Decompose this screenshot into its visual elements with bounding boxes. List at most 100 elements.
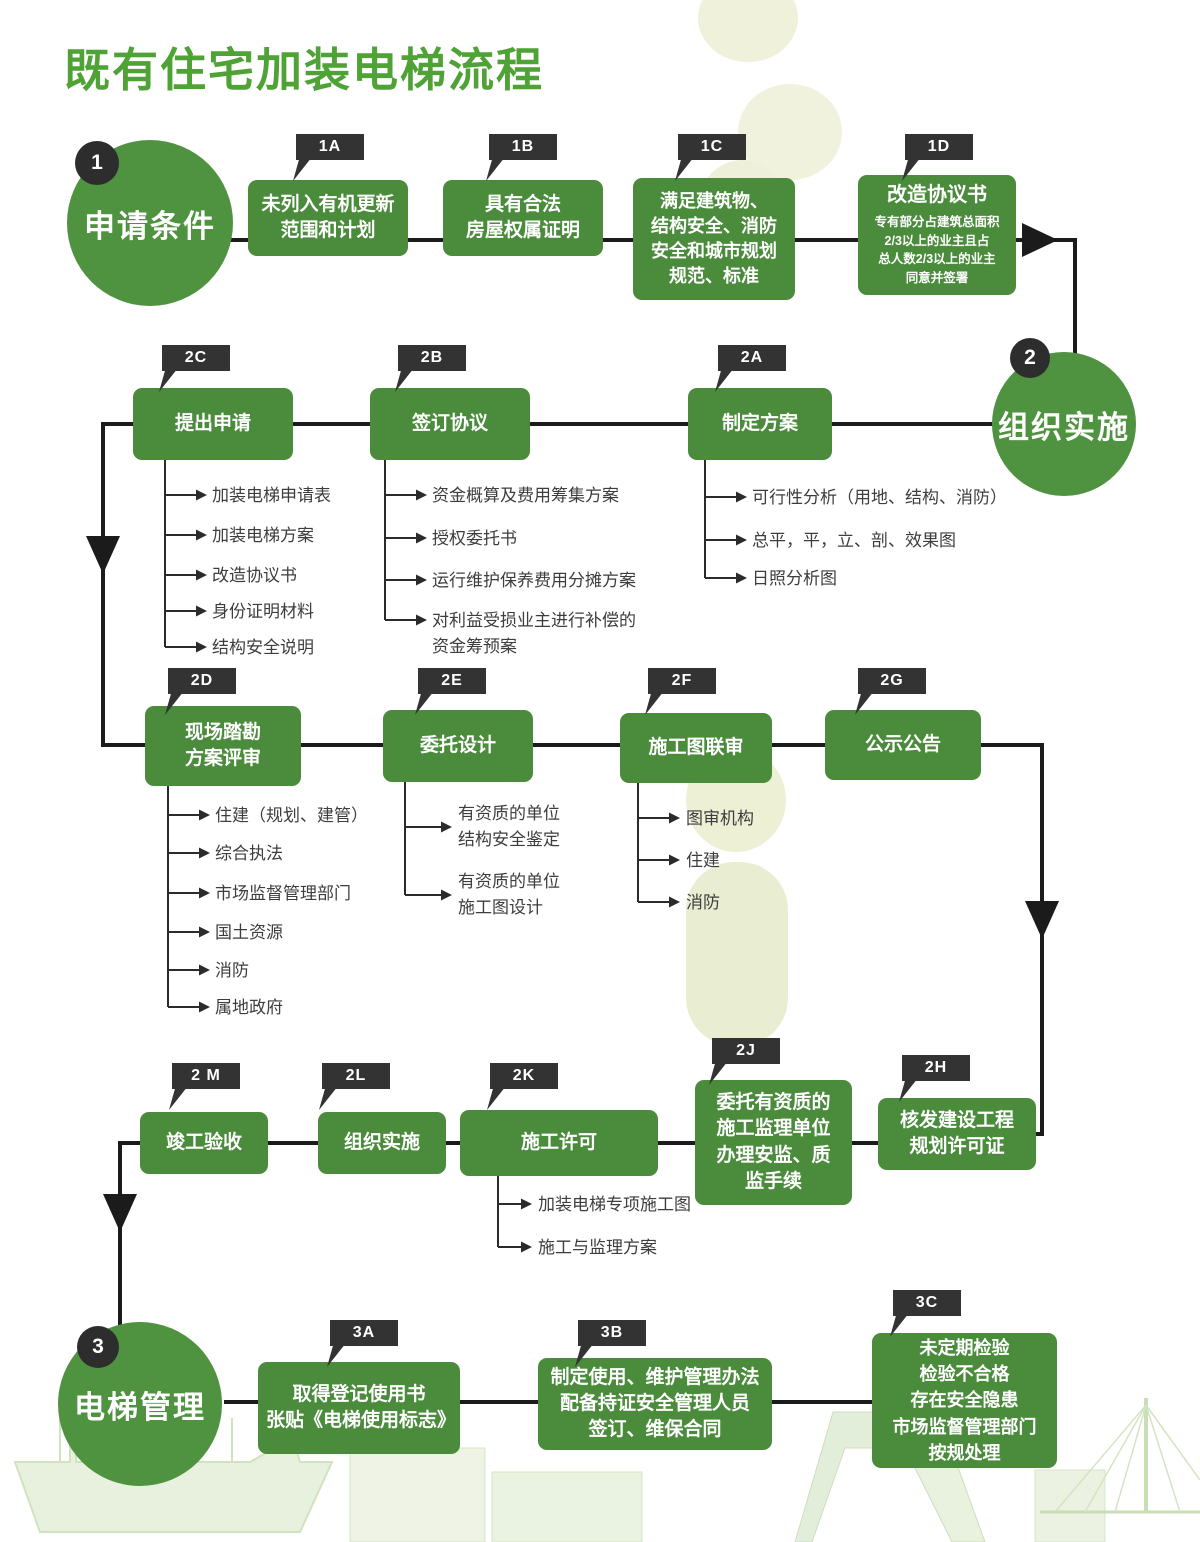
tree-item-2f-2: 消防 xyxy=(686,893,720,912)
step-flag-1c: 1C xyxy=(675,134,746,181)
flag-label: 2E xyxy=(441,672,463,689)
flow-box-1c-label: 满足建筑物、 结构安全、消防 安全和城市规划 规范、标准 xyxy=(651,191,777,286)
flow-box-2g-label: 公示公告 xyxy=(864,733,941,755)
flow-box-2b-label: 签订协议 xyxy=(411,412,488,434)
flow-box-2j: 委托有资质的 施工监理单位 办理安监、质 监手续 xyxy=(695,1080,852,1205)
flag-label: 1B xyxy=(511,138,535,155)
step-flag-1b: 1B xyxy=(486,134,557,181)
flow-box-1a-label: 未列入有机更新 范围和计划 xyxy=(261,193,395,241)
arrowhead-down xyxy=(1025,901,1059,939)
step-flag-2b: 2B xyxy=(395,345,466,392)
flag-label: 2A xyxy=(740,349,764,366)
flow-box-3a-label: 取得登记使用书 张贴《电梯使用标志》 xyxy=(266,1383,457,1431)
flow-box-2e-label: 委托设计 xyxy=(419,734,496,756)
tree-item-2b-2: 运行维护保养费用分摊方案 xyxy=(432,571,636,590)
flag-label: 2 M xyxy=(191,1067,221,1084)
flag-label: 3B xyxy=(600,1324,624,1341)
flow-box-2k-label: 施工许可 xyxy=(520,1131,597,1153)
flow-box-2h-label: 核发建设工程 规划许可证 xyxy=(899,1109,1014,1157)
step-flag-2m: 2 M xyxy=(169,1063,240,1110)
tree-item-2f-0: 图审机构 xyxy=(686,809,754,828)
step-flag-1a: 1A xyxy=(293,134,364,181)
tree-item-2d-3: 国土资源 xyxy=(215,923,283,942)
flow-box-1d: 改造协议书 专有部分占建筑总面积 2/3以上的业主且占 总人数2/3以上的业主 … xyxy=(858,175,1016,295)
flow-box-3c: 未定期检验 检验不合格 存在安全隐患 市场监督管理部门 按规处理 xyxy=(872,1333,1057,1468)
tree-item-2c-1: 加装电梯方案 xyxy=(212,526,314,545)
stage-2-number: 2 xyxy=(1024,346,1036,369)
step-flag-2g: 2G xyxy=(855,668,926,715)
tree-item-2b-1: 授权委托书 xyxy=(432,529,517,548)
flag-label: 2K xyxy=(512,1067,536,1084)
step-flag-2l: 2L xyxy=(319,1063,390,1110)
flow-box-2c: 提出申请 xyxy=(133,388,293,460)
flow-box-2l: 组织实施 xyxy=(318,1112,446,1174)
step-flag-3b: 3B xyxy=(575,1320,646,1367)
tree-item-2a-2: 日照分析图 xyxy=(752,569,837,588)
step-flag-2j: 2J xyxy=(709,1038,780,1085)
flow-box-2l-label: 组织实施 xyxy=(343,1131,420,1153)
step-flag-2k: 2K xyxy=(487,1063,558,1110)
flow-box-2g: 公示公告 xyxy=(825,710,981,780)
flag-label: 1A xyxy=(318,138,342,155)
step-flag-2a: 2A xyxy=(715,345,786,392)
stage-1-label: 申请条件 xyxy=(84,208,216,244)
stage-3-label: 电梯管理 xyxy=(74,1389,206,1425)
tree-item-2c-0: 加装电梯申请表 xyxy=(212,486,331,505)
flow-box-2h: 核发建设工程 规划许可证 xyxy=(878,1098,1036,1170)
flag-label: 2J xyxy=(736,1042,756,1059)
tree-item-2d-2: 市场监督管理部门 xyxy=(215,884,351,903)
tree-item-2d-4: 消防 xyxy=(215,961,249,980)
flag-label: 2G xyxy=(880,672,904,689)
flow-box-2a: 制定方案 xyxy=(688,388,832,460)
flow-box-1a: 未列入有机更新 范围和计划 xyxy=(248,180,408,256)
arrowhead-down xyxy=(86,536,120,574)
flow-box-1d-title: 改造协议书 xyxy=(887,184,987,207)
step-flag-2c: 2C xyxy=(159,345,230,392)
tree-item-2a-1: 总平，平，立、剖、效果图 xyxy=(752,531,956,550)
pale-blob xyxy=(698,0,798,62)
tree-item-2k-0: 加装电梯专项施工图 xyxy=(538,1195,691,1214)
flow-box-1c: 满足建筑物、 结构安全、消防 安全和城市规划 规范、标准 xyxy=(633,178,795,300)
tree-item-2d-0: 住建（规划、建管） xyxy=(215,806,368,825)
step-flag-1d: 1D xyxy=(902,134,973,181)
flag-label: 2D xyxy=(190,672,214,689)
tree-item-2d-5: 属地政府 xyxy=(215,998,283,1017)
flow-box-2a-label: 制定方案 xyxy=(721,412,798,434)
flow-box-2k: 施工许可 xyxy=(460,1110,658,1176)
step-flag-2d: 2D xyxy=(165,668,236,715)
flag-label: 2C xyxy=(184,349,208,366)
flag-label: 2B xyxy=(420,349,444,366)
stage-2-label: 组织实施 xyxy=(998,409,1130,445)
stage-badge-1: 1 xyxy=(75,141,119,185)
tree-item-2b-0: 资金概算及费用筹集方案 xyxy=(432,486,619,505)
stage-badge-3: 3 xyxy=(77,1326,119,1368)
flow-box-2f-label: 施工图联审 xyxy=(648,736,744,758)
flag-label: 2F xyxy=(671,672,693,689)
tree-item-2k-1: 施工与监理方案 xyxy=(538,1238,657,1257)
flow-box-2c-label: 提出申请 xyxy=(174,412,251,434)
tree-item-2c-3: 身份证明材料 xyxy=(212,602,314,621)
flag-label: 1C xyxy=(700,138,724,155)
stage-1-number: 1 xyxy=(91,151,103,174)
stage-circle-2: 组织实施 xyxy=(992,352,1136,496)
flow-box-2j-label: 委托有资质的 施工监理单位 办理安监、质 监手续 xyxy=(716,1092,831,1192)
tree-item-2a-0: 可行性分析（用地、结构、消防） xyxy=(752,488,1007,507)
tree-item-2c-4: 结构安全说明 xyxy=(212,638,314,657)
step-flag-2f: 2F xyxy=(645,668,716,715)
pale-blob xyxy=(686,862,788,1046)
flow-box-3c-label: 未定期检验 检验不合格 存在安全隐患 市场监督管理部门 按规处理 xyxy=(892,1338,1037,1463)
flow-box-2m-label: 竣工验收 xyxy=(165,1131,242,1153)
tree-item-2f-1: 住建 xyxy=(686,851,720,870)
flag-label: 2H xyxy=(924,1059,948,1076)
tree-item-2d-1: 综合执法 xyxy=(215,844,283,863)
step-flag-3a: 3A xyxy=(327,1320,398,1367)
flow-box-2f: 施工图联审 xyxy=(620,713,772,783)
flow-box-3b: 制定使用、维护管理办法 配备持证安全管理人员 签订、维保合同 xyxy=(538,1358,772,1450)
flag-label: 3A xyxy=(352,1324,376,1341)
tree-item-2e-0: 有资质的单位 结构安全鉴定 xyxy=(458,804,560,850)
flow-box-1d-subtext: 专有部分占建筑总面积 2/3以上的业主且占 总人数2/3以上的业主 同意并签署 xyxy=(874,214,1000,286)
flag-label: 1D xyxy=(927,138,951,155)
step-flag-2e: 2E xyxy=(415,668,486,715)
branch-arrowheads xyxy=(196,489,747,1253)
